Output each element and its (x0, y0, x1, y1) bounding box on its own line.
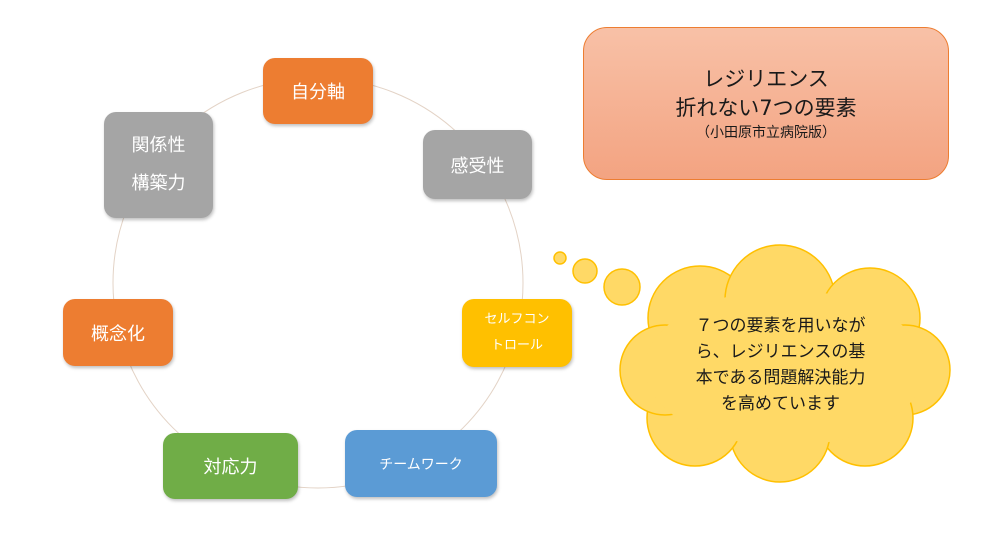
thought-bubble-medium (572, 258, 598, 284)
title-line-1: レジリエンス (703, 66, 829, 91)
node-label: 対応力 (203, 457, 258, 478)
node-kankeisei: 関係性 構築力 (104, 112, 213, 218)
node-label: セルフコン トロール (484, 312, 550, 353)
node-self-control: セルフコン トロール (462, 299, 572, 367)
node-label: 概念化 (91, 323, 145, 345)
node-teamwork: チームワーク (345, 430, 497, 497)
title-box: レジリエンス 折れない7つの要素 （小田原市立病院版） (583, 27, 949, 180)
node-jibunjiku: 自分軸 (263, 58, 373, 124)
node-gainenka: 概念化 (63, 299, 173, 366)
node-label: 自分軸 (291, 82, 345, 103)
cloud-callout-text: ７つの要素を用いなが ら、レジリエンスの基 本である問題解決能力 を高めています (695, 316, 866, 414)
thought-bubble-large (603, 268, 641, 306)
node-label: チームワーク (379, 456, 463, 473)
node-label: 感受性 (450, 155, 505, 177)
node-kanjusei: 感受性 (423, 130, 532, 199)
thought-bubble-small (553, 251, 567, 265)
cloud-callout-shape (619, 244, 951, 483)
title-line-2: 折れない7つの要素 (675, 95, 857, 120)
node-label: 関係性 構築力 (131, 135, 186, 194)
node-taiouryoku: 対応力 (163, 433, 298, 499)
title-line-3: （小田原市立病院版） (696, 124, 836, 141)
